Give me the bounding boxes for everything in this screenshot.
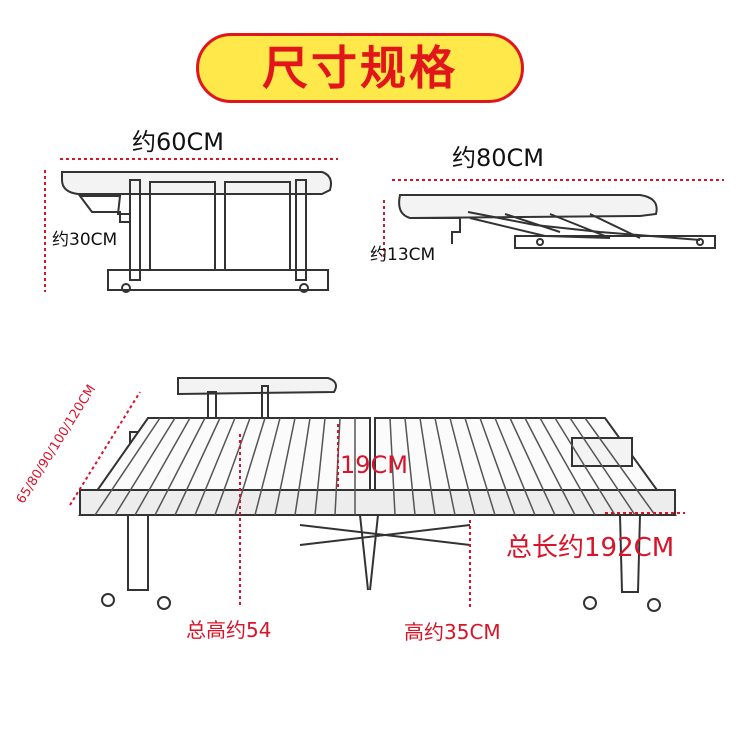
page-title: 尺寸规格 xyxy=(262,41,458,95)
folded-frame-drawing xyxy=(61,171,332,293)
total-height-label: 总高约54 xyxy=(186,618,272,642)
chair-dimension-lines xyxy=(383,179,724,258)
folded-width-label: 约60CM xyxy=(132,128,225,156)
folded-dimension-lines xyxy=(44,158,338,292)
bed-frame-drawing xyxy=(78,377,677,612)
chair-height-label: 约13CM xyxy=(370,245,436,265)
chair-width-label: 约80CM xyxy=(452,144,545,172)
bed-height-label: 高约35CM xyxy=(404,620,501,644)
total-length-label: 总长约192CM xyxy=(506,533,675,563)
bed-dimension-lines xyxy=(69,391,685,610)
folded-height-label: 约30CM xyxy=(52,230,118,250)
bed-slats xyxy=(94,417,656,516)
mattress-thickness-label: 19CM xyxy=(340,451,409,479)
title-banner: 尺寸规格 xyxy=(196,33,524,103)
chair-frame-drawing xyxy=(398,194,716,249)
